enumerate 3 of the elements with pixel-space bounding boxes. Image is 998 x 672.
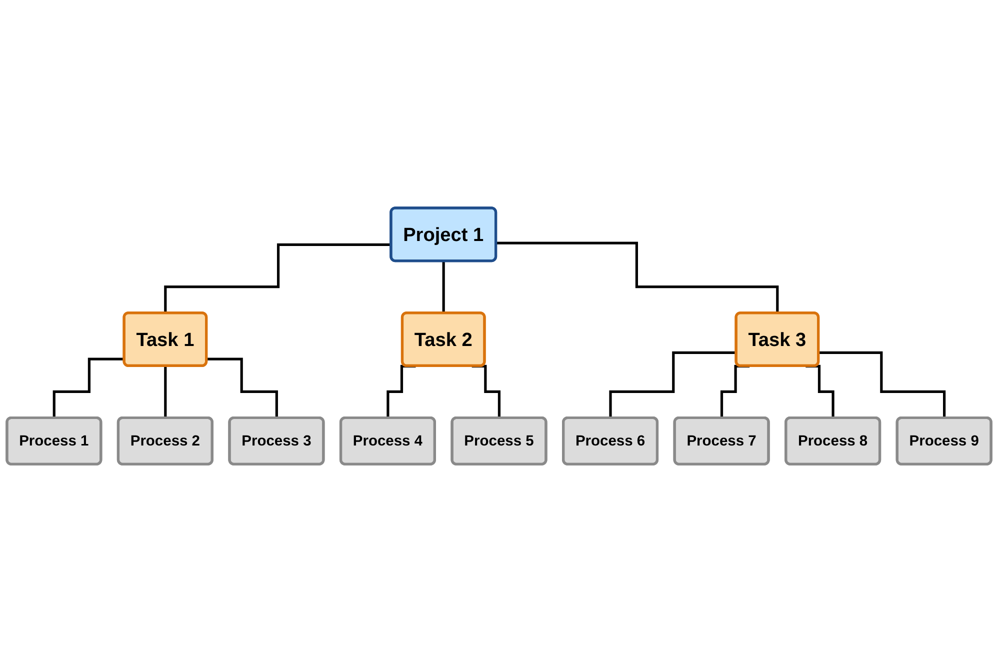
connector [818,351,946,420]
connector [206,358,278,420]
connector [609,351,736,420]
